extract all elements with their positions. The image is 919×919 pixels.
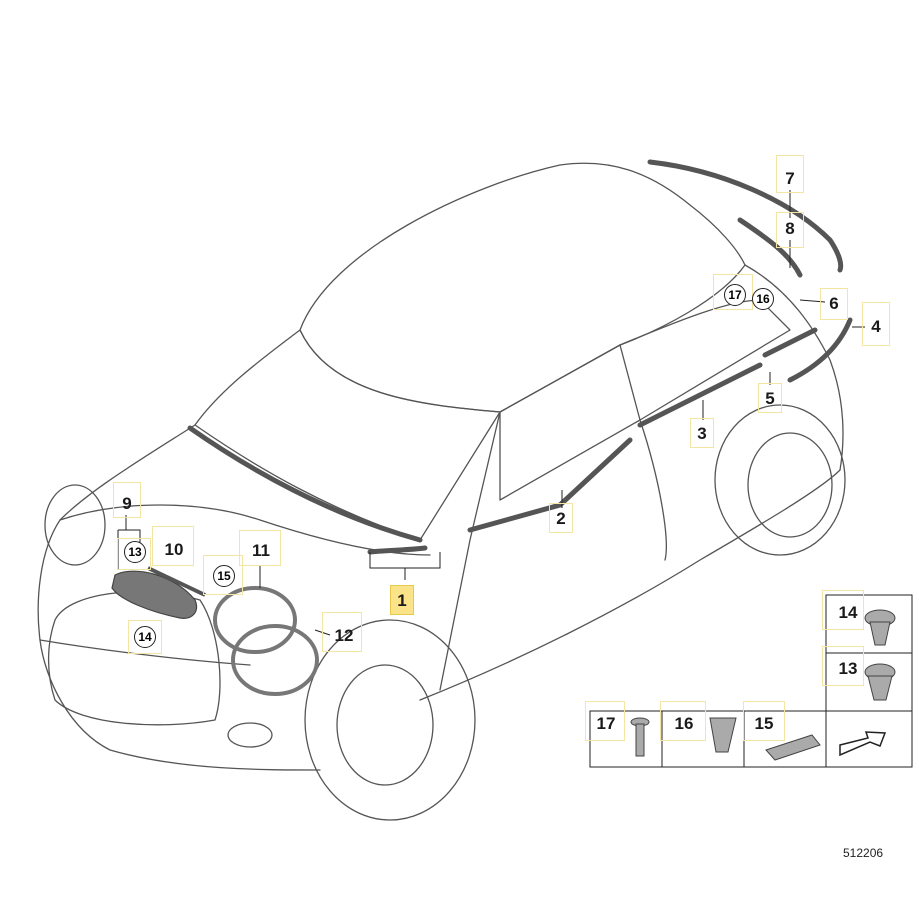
callout-2[interactable]: 2 [556,509,566,528]
diagram-reference-number: 512206 [843,846,884,860]
highlight-4 [862,302,890,346]
callout-11[interactable]: 11 [252,541,270,560]
fastener-box-15 [743,710,827,768]
highlight-f14 [822,590,864,630]
part-roof-trim-3 [637,362,763,428]
fog-light [227,722,273,748]
highlight-2 [549,503,573,533]
highlight-6 [820,288,848,320]
highlight-f15 [743,701,785,741]
callout-8[interactable]: 8 [785,219,795,238]
callout-5[interactable]: 5 [765,389,775,408]
callout-3[interactable]: 3 [697,424,707,443]
highlight-11 [239,530,281,566]
highlight-5 [758,383,782,413]
fastener-label-15[interactable]: 15 [754,714,774,733]
rivet-16 [709,717,737,753]
rear-outline [744,264,844,471]
fastener-label-13[interactable]: 13 [838,659,858,678]
rear-wheel [747,432,833,538]
circled-ref-15[interactable]: 15 [213,565,235,587]
callout-1[interactable]: 1 [397,591,407,610]
screw-17-shank [635,723,645,757]
highlight-3 [690,418,714,448]
part-rear-strip-4 [787,317,853,383]
part-strip-10 [147,566,206,597]
callout-12[interactable]: 12 [334,626,354,645]
front-wheel [336,664,434,786]
part-windshield-trim [187,425,423,543]
callout-6[interactable]: 6 [829,294,839,313]
highlight-c17 [713,274,753,310]
callout-7[interactable]: 7 [785,169,795,188]
front-wheel-arch [304,619,476,821]
part-vent-9 [111,570,198,619]
side-lower [419,469,841,701]
windshield-outline [194,329,501,541]
highlight-8 [776,212,804,248]
circled-ref-13[interactable]: 13 [124,541,146,563]
roof-outline [299,162,746,413]
callout-9[interactable]: 9 [122,494,132,513]
direction-arrow [839,731,887,757]
circled-ref-17[interactable]: 17 [724,284,746,306]
highlight-f13 [822,646,864,686]
part-roof-trim-2 [467,437,633,533]
clip-15 [765,734,821,761]
rear-wheel-arch [714,404,846,556]
fastener-label-16[interactable]: 16 [674,714,694,733]
clip-14-body [869,621,891,646]
door-line [439,411,501,691]
fastener-label-14[interactable]: 14 [838,603,858,622]
highlight-7 [776,155,804,193]
circled-ref-14[interactable]: 14 [134,626,156,648]
fastener-label-17[interactable]: 17 [596,714,616,733]
bumper-line [39,639,251,666]
leader-1 [369,552,441,580]
callout-4[interactable]: 4 [871,317,881,336]
highlight-12 [322,612,362,652]
highlight-c14 [128,620,162,654]
highlight-c15 [203,555,243,595]
part-rear-strip-5 [762,327,818,358]
part-ring-11 [213,586,297,654]
door-rear-line [639,419,667,561]
highlight-10 [152,526,194,566]
headlight-left [44,484,106,566]
part-trim-1 [367,545,428,555]
highlight-9 [113,482,141,518]
side-window-line [499,344,641,501]
highlight-1 [390,585,414,615]
clip-13-body [867,675,893,701]
part-spoiler-7 [647,159,844,273]
highlight-f16 [660,701,706,741]
callout-10[interactable]: 10 [164,540,184,559]
part-ring-12 [231,624,319,696]
circled-ref-16[interactable]: 16 [752,288,774,310]
highlight-f17 [585,701,625,741]
highlight-c13 [117,538,151,570]
